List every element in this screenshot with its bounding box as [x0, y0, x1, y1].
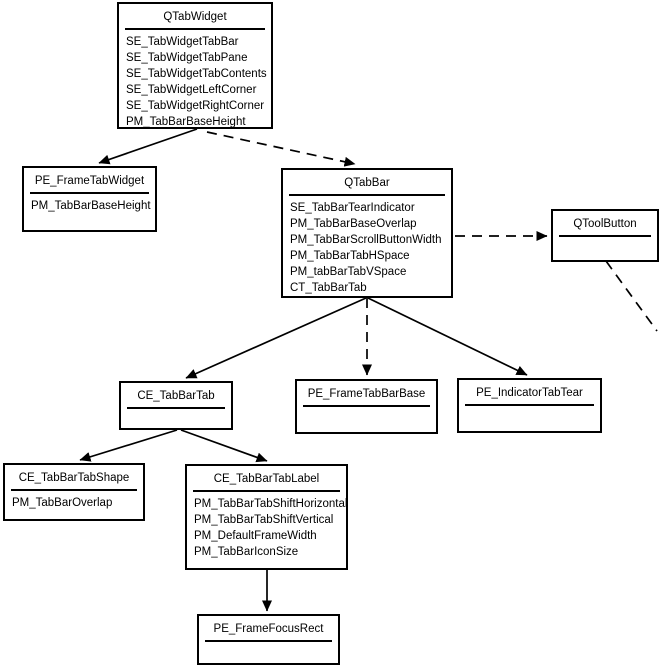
node-separator: [465, 404, 594, 406]
node-item: PM_TabBarTabHSpace: [290, 250, 410, 262]
edge-qtabbar-to-pe-indicatortabtear: [367, 297, 528, 376]
node-separator: [11, 489, 137, 491]
edge-qtabwidget-to-pe-frametabwidget: [98, 128, 198, 165]
node-item: PM_TabBarOverlap: [12, 497, 113, 509]
edge-ce-tabbartab-to-ce-tabbartablabel: [180, 429, 268, 463]
node-ce-tabbartabshape-title: CE_TabBarTabShape: [18, 472, 130, 484]
node-qtabwidget: QTabWidget SE_TabWidgetTabBar SE_TabWidg…: [117, 2, 273, 129]
node-pe-frametabwidget-items: PM_TabBarBaseHeight: [24, 194, 155, 216]
node-separator: [193, 490, 340, 492]
node-ce-tabbartablabel-title: CE_TabBarTabLabel: [213, 473, 320, 485]
node-pe-indicatortabtear: PE_IndicatorTabTear: [457, 378, 602, 433]
node-pe-frametabbarbase: PE_FrameTabBarBase: [295, 379, 438, 434]
node-pe-framefocusrect-title: PE_FrameFocusRect: [213, 623, 324, 635]
node-separator: [205, 640, 332, 642]
node-pe-frametabwidget-title: PE_FrameTabWidget: [34, 175, 145, 187]
node-qtabwidget-items: SE_TabWidgetTabBar SE_TabWidgetTabPane S…: [119, 30, 271, 132]
node-item: SE_TabBarTearIndicator: [290, 202, 415, 214]
edge-ce-tabbartab-to-ce-tabbartabshape: [79, 429, 178, 462]
node-qtabbar: QTabBar SE_TabBarTearIndicator PM_TabBar…: [281, 168, 453, 298]
node-item: PM_tabBarTabVSpace: [290, 266, 407, 278]
node-ce-tabbartabshape-items: PM_TabBarOverlap: [5, 491, 143, 513]
node-item: SE_TabWidgetLeftCorner: [126, 84, 257, 96]
node-separator: [30, 192, 149, 194]
node-pe-indicatortabtear-title: PE_IndicatorTabTear: [476, 387, 583, 399]
node-ce-tabbartab-title: CE_TabBarTab: [137, 390, 215, 402]
node-pe-framefocusrect: PE_FrameFocusRect: [197, 614, 340, 665]
node-item: PM_TabBarTabShiftHorizontal: [194, 498, 348, 510]
node-item: SE_TabWidgetTabPane: [126, 52, 248, 64]
node-ce-tabbartab: CE_TabBarTab: [119, 381, 233, 430]
node-item: SE_TabWidgetRightCorner: [126, 100, 265, 112]
node-item: PM_TabBarBaseOverlap: [290, 218, 417, 230]
node-ce-tabbartablabel: CE_TabBarTabLabel PM_TabBarTabShiftHoriz…: [185, 464, 348, 570]
node-qtabbar-items: SE_TabBarTearIndicator PM_TabBarBaseOver…: [283, 196, 451, 298]
node-item: SE_TabWidgetTabBar: [126, 36, 239, 48]
node-item: PM_TabBarTabShiftVertical: [194, 514, 334, 526]
node-qtoolbutton: QToolButton: [551, 209, 659, 262]
node-item: PM_TabBarScrollButtonWidth: [290, 234, 442, 246]
node-separator: [125, 28, 265, 30]
edge-qtabwidget-to-qtabbar: [206, 131, 356, 167]
node-pe-frametabbarbase-title: PE_FrameTabBarBase: [307, 388, 426, 400]
node-ce-tabbartabshape: CE_TabBarTabShape PM_TabBarOverlap: [3, 463, 145, 521]
node-item: CT_TabBarTab: [290, 282, 367, 294]
node-qtabbar-title: QTabBar: [344, 177, 390, 189]
node-separator: [127, 407, 225, 409]
node-qtoolbutton-title: QToolButton: [573, 218, 637, 230]
node-pe-frametabwidget: PE_FrameTabWidget PM_TabBarBaseHeight: [22, 166, 157, 232]
node-qtabwidget-title: QTabWidget: [163, 11, 227, 23]
node-item: PM_TabBarIconSize: [194, 546, 299, 558]
node-item: PM_DefaultFrameWidth: [194, 530, 317, 542]
node-separator: [303, 405, 430, 407]
node-item: PM_TabBarBaseHeight: [126, 116, 246, 128]
node-separator: [289, 194, 445, 196]
node-ce-tabbartablabel-items: PM_TabBarTabShiftHorizontal PM_TabBarTab…: [187, 492, 348, 562]
edge-qtoolbutton-offcanvas: [605, 260, 658, 332]
node-item: PM_TabBarBaseHeight: [31, 200, 151, 212]
node-item: SE_TabWidgetTabContents: [126, 68, 267, 80]
node-separator: [559, 235, 651, 237]
edge-qtabbar-to-ce-tabbartab: [185, 297, 367, 379]
